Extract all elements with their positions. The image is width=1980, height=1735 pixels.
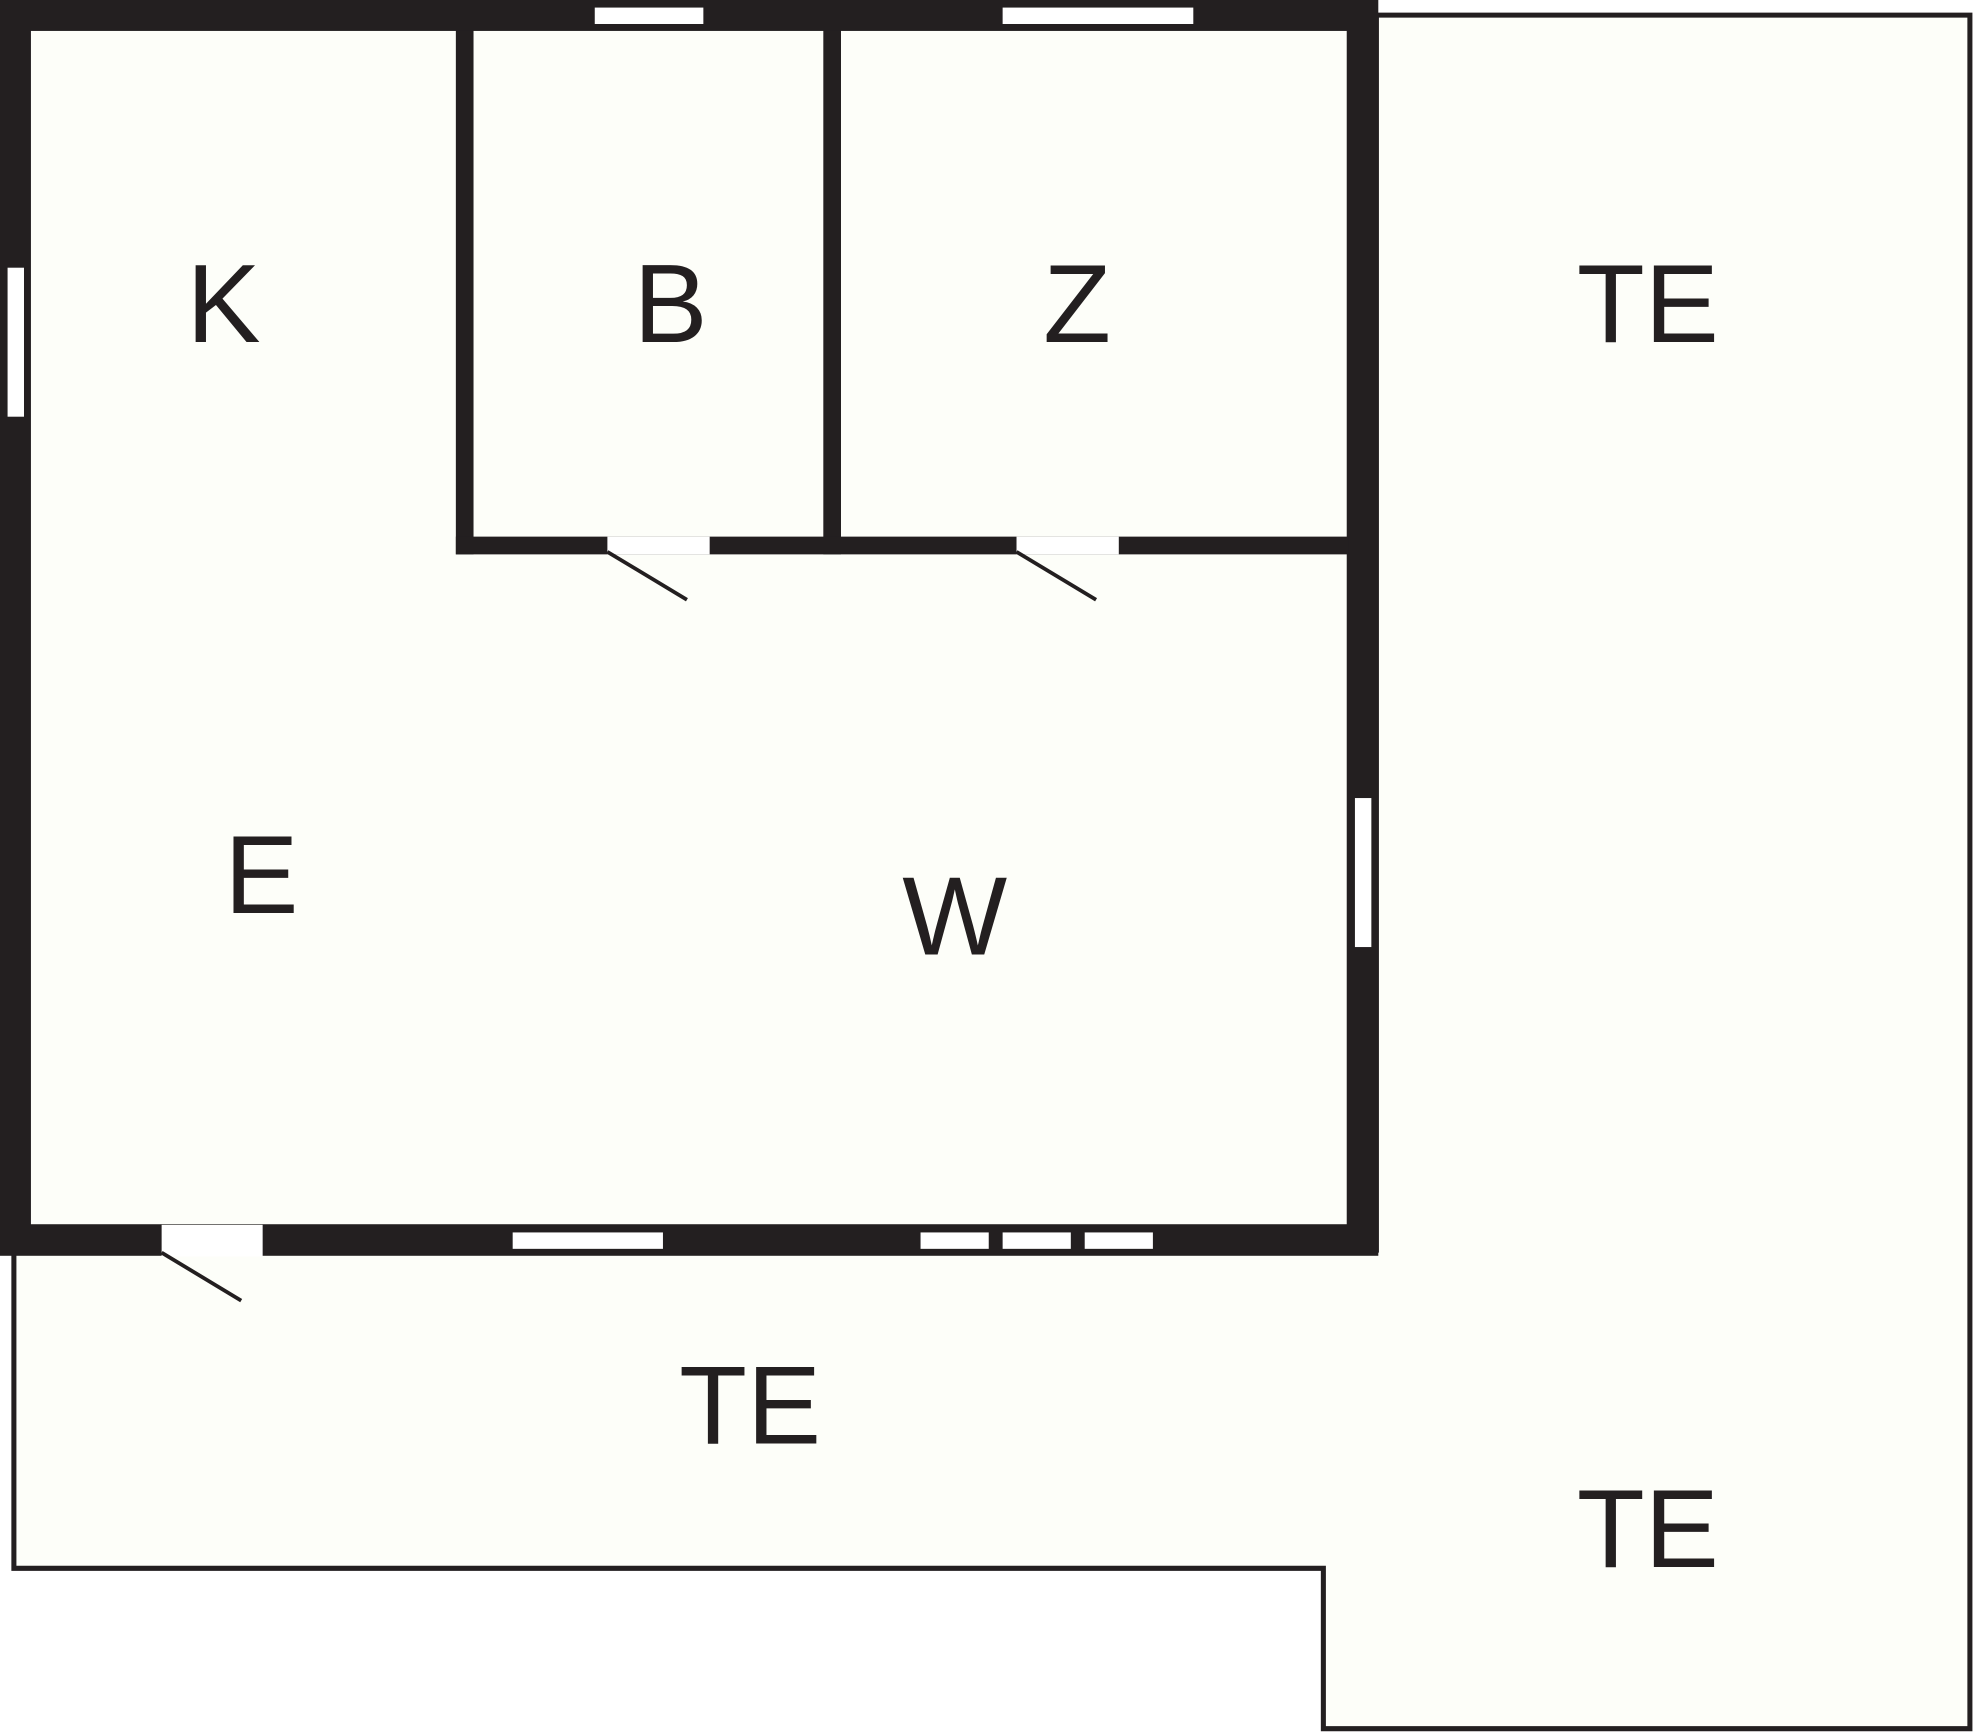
window bbox=[594, 7, 704, 24]
door-entrance bbox=[160, 1224, 263, 1303]
door-bedroom bbox=[1015, 536, 1119, 602]
room-label-bedroom: Z bbox=[1043, 241, 1111, 366]
room-label-living: W bbox=[902, 854, 1007, 979]
room-label-terrace: TE bbox=[1577, 1466, 1719, 1591]
room-label-dining: E bbox=[224, 812, 298, 937]
window bbox=[1002, 1232, 1071, 1249]
window bbox=[512, 1232, 663, 1249]
window bbox=[920, 1232, 989, 1249]
door-bathroom bbox=[606, 536, 710, 602]
room-label-terrace: TE bbox=[1577, 241, 1719, 366]
room-label-bathroom: B bbox=[633, 241, 707, 366]
room-label-kitchen: K bbox=[186, 241, 260, 366]
building-floor bbox=[15, 15, 1363, 1241]
window bbox=[1354, 798, 1372, 948]
window bbox=[1002, 7, 1194, 24]
window bbox=[1084, 1232, 1153, 1249]
window bbox=[7, 267, 24, 417]
room-label-terrace: TE bbox=[679, 1342, 821, 1467]
